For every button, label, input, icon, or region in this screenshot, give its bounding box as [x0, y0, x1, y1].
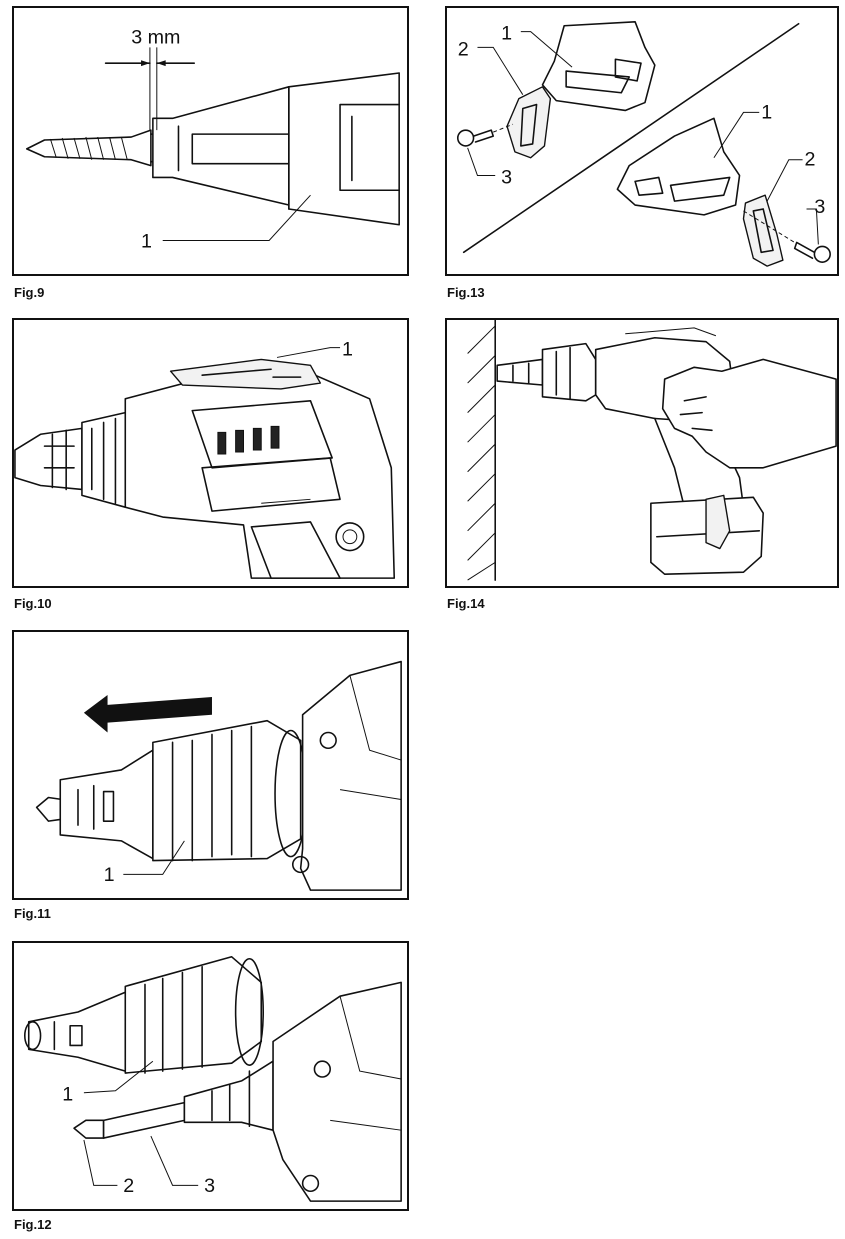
callout-2: 2 — [123, 1175, 134, 1197]
figure-9-illustration: 3 mm 1 — [25, 26, 400, 252]
tool-base-top — [541, 21, 656, 112]
hook — [169, 358, 322, 390]
dimension-marker — [104, 47, 196, 131]
figure-14-caption: Fig.14 — [447, 596, 485, 611]
callout-1: 1 — [141, 230, 152, 252]
figure-11-illustration: 1 — [35, 660, 402, 891]
figure-12-caption: Fig.12 — [14, 1217, 52, 1232]
screw-top — [456, 129, 495, 147]
callout-1b: 1 — [761, 101, 772, 123]
figure-9-caption: Fig.9 — [14, 285, 45, 300]
figure-9-panel: 3 mm 1 — [12, 6, 409, 276]
hook-top — [506, 86, 552, 159]
callout-2b: 2 — [805, 149, 816, 171]
direction-arrow — [83, 695, 212, 733]
nosepiece — [496, 358, 544, 386]
locator — [59, 749, 154, 860]
callout-3: 3 — [204, 1175, 215, 1197]
figure-13-caption: Fig.13 — [447, 285, 485, 300]
screw-bottom — [793, 241, 831, 263]
figure-13-illustration: 1 2 3 1 2 3 — [456, 21, 831, 267]
tool-body — [288, 72, 400, 226]
figure-12-illustration: 1 2 3 — [24, 956, 402, 1202]
spindle — [183, 1060, 274, 1131]
callout-1: 1 — [104, 864, 115, 886]
handle — [250, 521, 341, 579]
callout-1: 1 — [342, 338, 353, 360]
dimension-label: 3 mm — [131, 26, 180, 48]
bit-tip — [35, 796, 64, 822]
adjusting-ring — [152, 719, 302, 862]
wall — [467, 320, 496, 581]
figure-14-illustration — [467, 320, 837, 581]
detached-locator — [27, 991, 127, 1072]
callout-2a: 2 — [458, 38, 469, 60]
bit-shaft — [102, 1101, 186, 1139]
figure-10-panel: 1 — [12, 318, 409, 588]
callout-3a: 3 — [501, 166, 512, 188]
hook-bottom — [742, 194, 784, 267]
figure-14-panel — [445, 318, 839, 588]
figure-10-caption: Fig.10 — [14, 596, 52, 611]
tool-base-bottom — [616, 117, 741, 216]
diagonal-divider — [462, 22, 800, 254]
figure-11-panel: 1 — [12, 630, 409, 900]
figure-13-panel: 1 2 3 1 2 3 — [445, 6, 839, 276]
figure-10-illustration: 1 — [14, 338, 396, 579]
figure-12-panel: 1 2 3 — [12, 941, 409, 1211]
nosepiece — [14, 427, 83, 491]
callout-3b: 3 — [814, 196, 825, 218]
hook — [705, 494, 731, 550]
callout-1a: 1 — [501, 23, 512, 45]
tool-housing — [299, 660, 402, 891]
callout-1: 1 — [62, 1084, 73, 1106]
locator — [152, 86, 290, 206]
figure-11-caption: Fig.11 — [14, 906, 51, 921]
screw — [25, 129, 152, 167]
hand — [661, 358, 837, 469]
tool-housing — [272, 981, 402, 1202]
bit — [73, 1119, 105, 1139]
adjusting-ring — [541, 342, 597, 402]
